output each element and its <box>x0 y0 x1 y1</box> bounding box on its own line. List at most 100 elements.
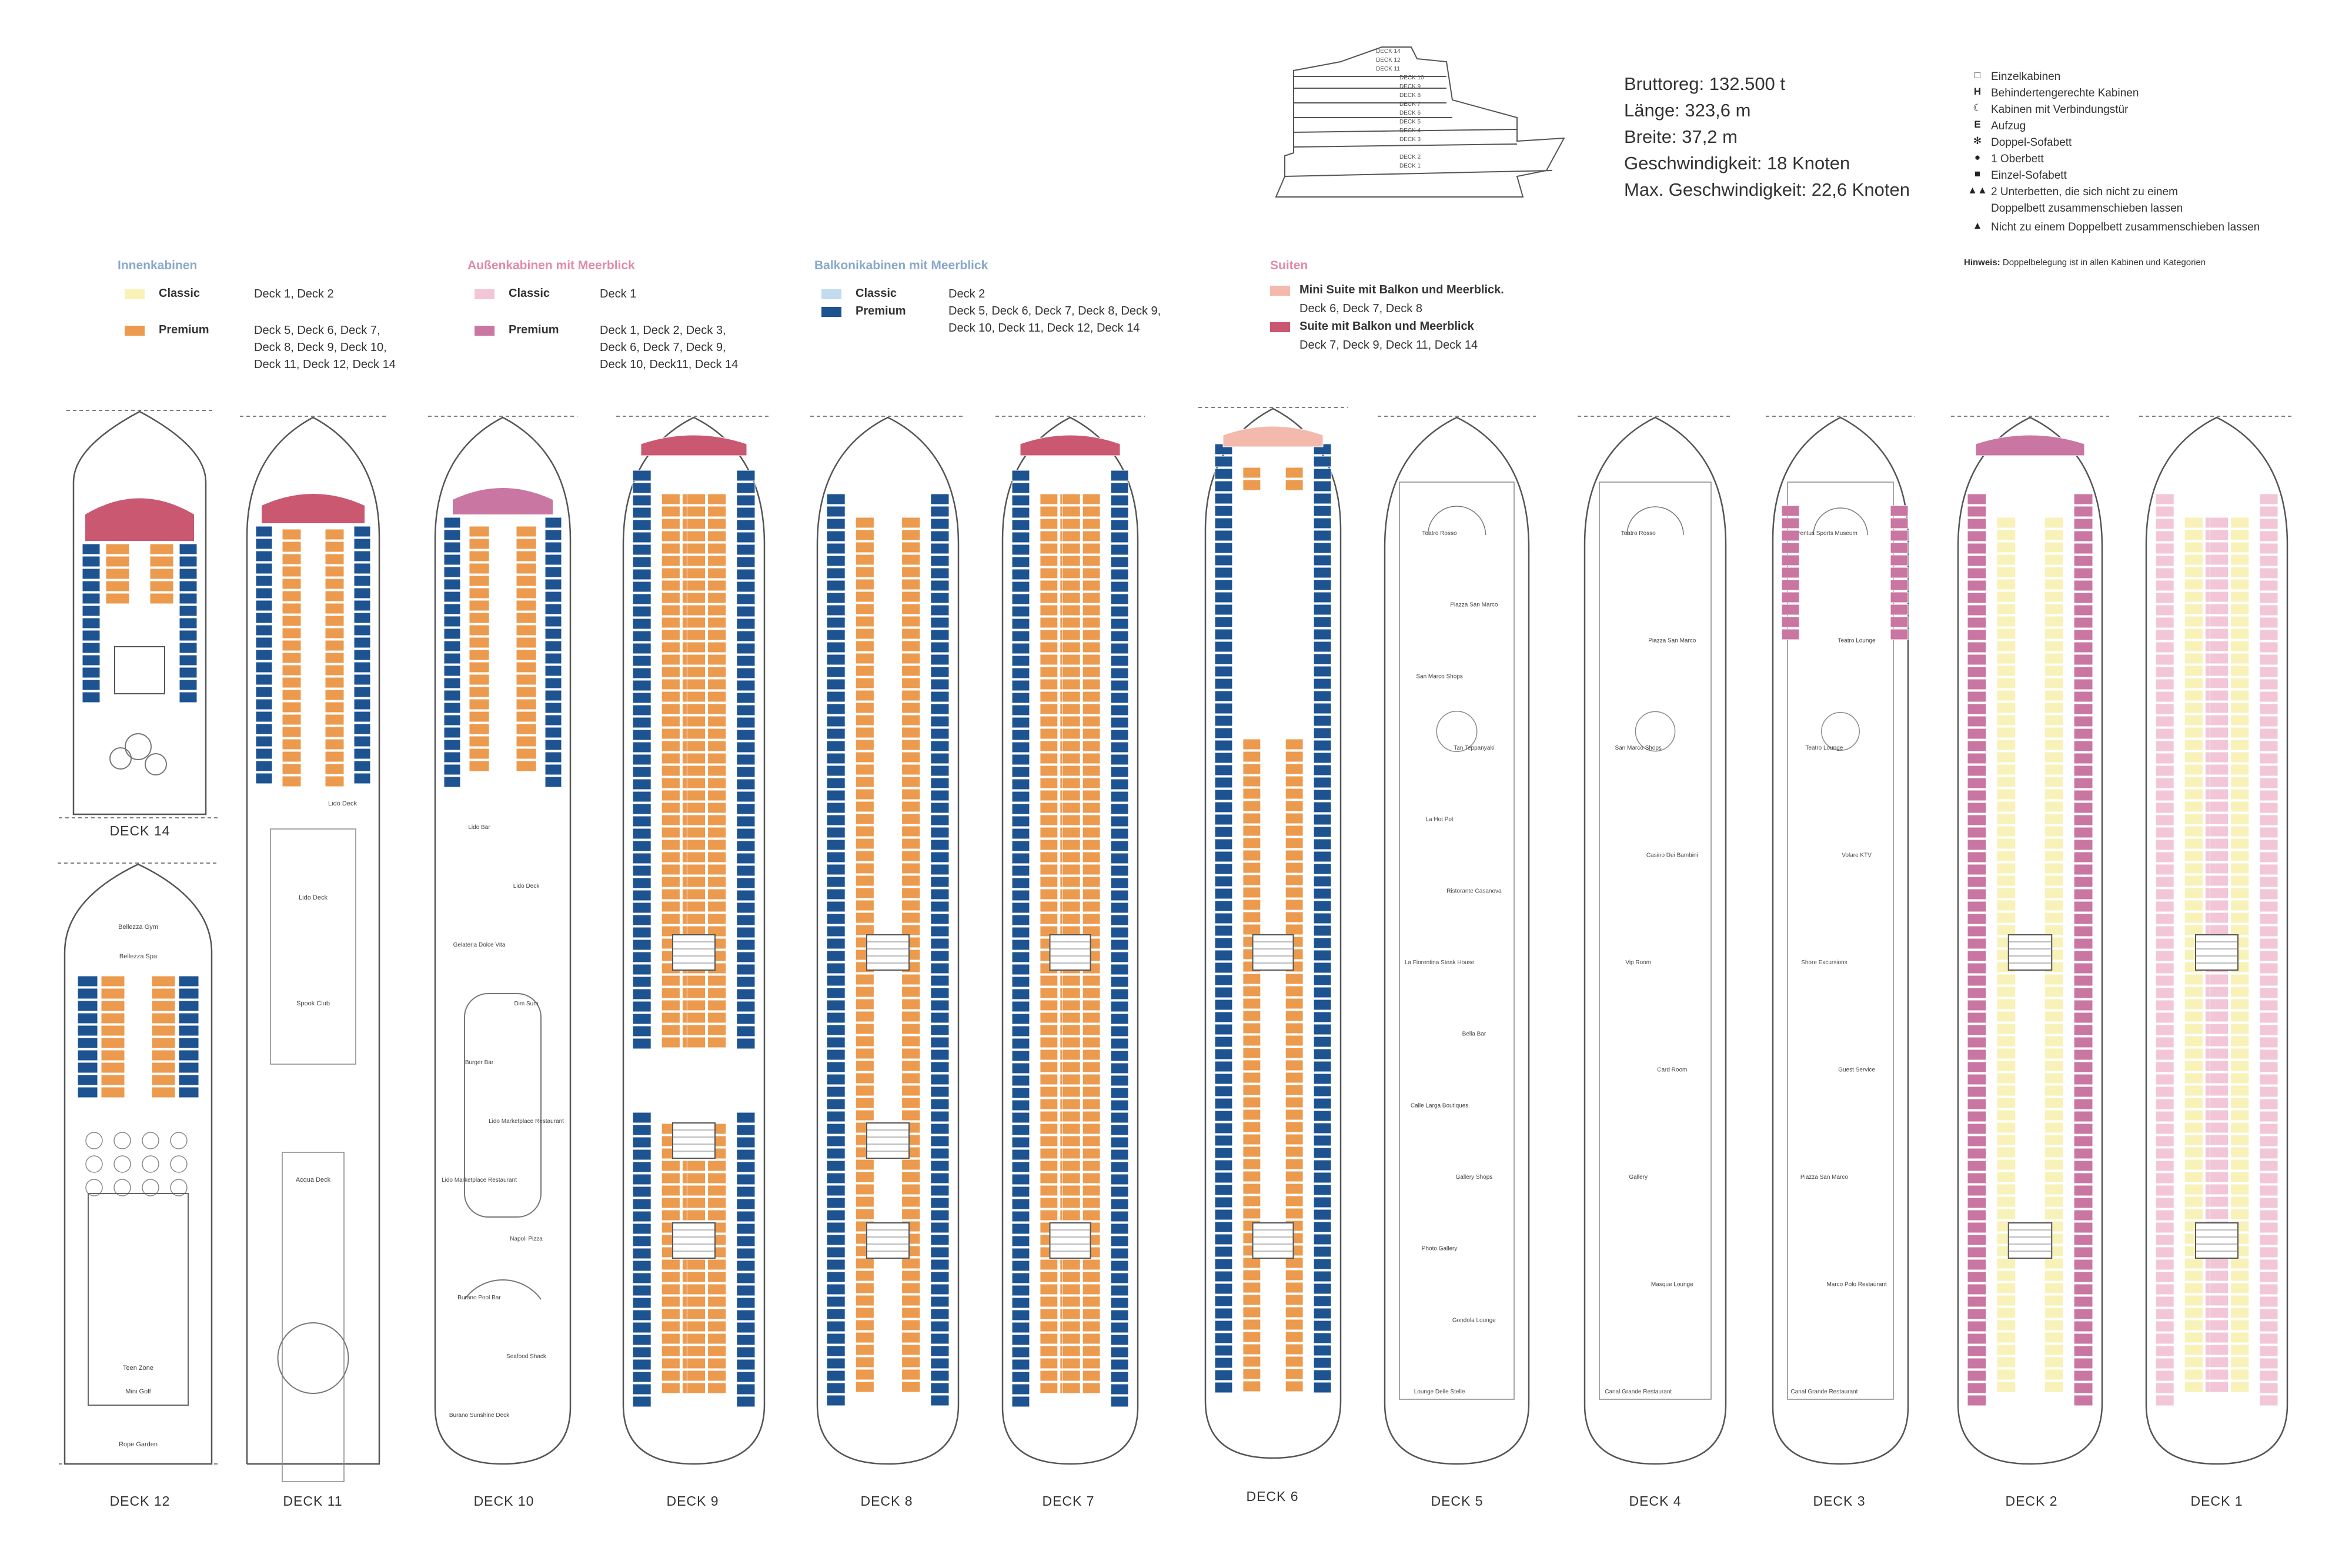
cabin <box>826 740 846 752</box>
venue-label: Napoli Pizza <box>510 1236 543 1242</box>
cabin <box>255 674 273 686</box>
class-label: Classic <box>856 287 897 300</box>
spa-seat <box>113 1179 131 1196</box>
stair-core <box>672 934 716 971</box>
cabin <box>736 655 756 667</box>
cabin <box>1313 888 1332 900</box>
cabin <box>1214 456 1233 467</box>
cabin <box>1313 1085 1332 1097</box>
cabin <box>930 1333 950 1345</box>
cabin <box>1285 788 1304 800</box>
cabin <box>544 529 562 541</box>
cabin <box>2230 714 2250 726</box>
cabin <box>1313 987 1332 998</box>
cabin <box>82 630 101 641</box>
cabin <box>1967 814 1987 826</box>
cabin <box>1011 865 1030 877</box>
cabin <box>661 740 680 752</box>
cabin <box>516 711 537 723</box>
cabin <box>2230 1295 2250 1306</box>
cabin <box>2209 1332 2229 1343</box>
cabin <box>2044 640 2064 652</box>
cabin <box>1040 888 1058 900</box>
cabin <box>2209 616 2229 627</box>
cabin <box>443 541 461 553</box>
cabin <box>2209 591 2229 603</box>
cabin <box>1313 678 1332 690</box>
cabin <box>77 1000 98 1012</box>
class-decks: Deck 2 <box>948 286 985 303</box>
cabin <box>1285 1010 1304 1022</box>
cabin <box>1967 1358 1987 1369</box>
cabin <box>686 901 706 912</box>
cabin <box>2155 592 2174 604</box>
cabin <box>901 714 921 726</box>
theatre-arc <box>1626 506 1684 536</box>
spa-seat <box>170 1179 188 1196</box>
cabin <box>736 643 756 654</box>
cabin <box>707 728 727 740</box>
cabin <box>2259 950 2278 962</box>
cabin <box>707 864 727 875</box>
cabin <box>1110 1038 1129 1049</box>
spa-seat <box>113 1155 131 1173</box>
cabin <box>1062 1172 1081 1184</box>
cabin <box>2184 1171 2203 1183</box>
cabin <box>544 690 562 701</box>
cabin <box>2155 1271 2174 1283</box>
cabin <box>1313 1320 1332 1332</box>
cabin <box>686 1296 706 1308</box>
cabin <box>151 1037 176 1049</box>
cabin <box>661 901 680 912</box>
cabin <box>1040 1148 1058 1159</box>
cabin <box>105 543 130 555</box>
cabin <box>826 1086 846 1098</box>
cabin <box>1082 876 1101 888</box>
cabin <box>736 803 756 815</box>
cabin <box>1313 925 1332 937</box>
cabin <box>2073 901 2093 912</box>
cabin <box>2209 1381 2229 1393</box>
cabin <box>826 1271 846 1283</box>
cabin <box>736 852 756 864</box>
legend-text: Doppel-Sofabett <box>1991 136 2072 149</box>
cabin <box>1967 1049 1987 1061</box>
cabin <box>2044 850 2064 862</box>
cabin <box>1967 641 1987 653</box>
cabin <box>1214 1382 1233 1393</box>
cabin <box>632 569 652 580</box>
cabin <box>2230 1134 2250 1146</box>
cabin <box>686 839 706 851</box>
cabin <box>1214 678 1233 690</box>
cabin <box>1011 877 1030 889</box>
cabin <box>632 1161 652 1173</box>
cabin <box>1082 1037 1101 1048</box>
cabin <box>1082 913 1101 925</box>
cabin <box>1110 1136 1129 1148</box>
venue-label: Teen Zone <box>123 1365 153 1372</box>
cabin <box>1082 1271 1101 1283</box>
cabin <box>1110 1346 1129 1358</box>
cabin <box>855 579 874 590</box>
venue-label: Gondola Lounge <box>1452 1317 1496 1323</box>
cabin <box>736 1149 756 1161</box>
cabin <box>1110 791 1129 803</box>
cabin <box>2184 665 2203 677</box>
cabin <box>707 1345 727 1357</box>
cabin <box>1214 505 1233 517</box>
cabin <box>826 530 846 542</box>
cabin <box>1996 764 2016 775</box>
atrium <box>1436 710 1478 753</box>
cabin <box>516 550 537 562</box>
cabin <box>1214 1369 1233 1381</box>
cabin <box>1082 864 1101 875</box>
cabin <box>2044 665 2064 677</box>
cabin <box>1082 506 1101 517</box>
swatch-mini-suite <box>1270 286 1290 296</box>
cabin <box>1890 591 1909 603</box>
cabin <box>707 765 727 777</box>
cabin <box>1110 519 1129 531</box>
cabin <box>2259 962 2278 974</box>
cabin <box>516 637 537 648</box>
